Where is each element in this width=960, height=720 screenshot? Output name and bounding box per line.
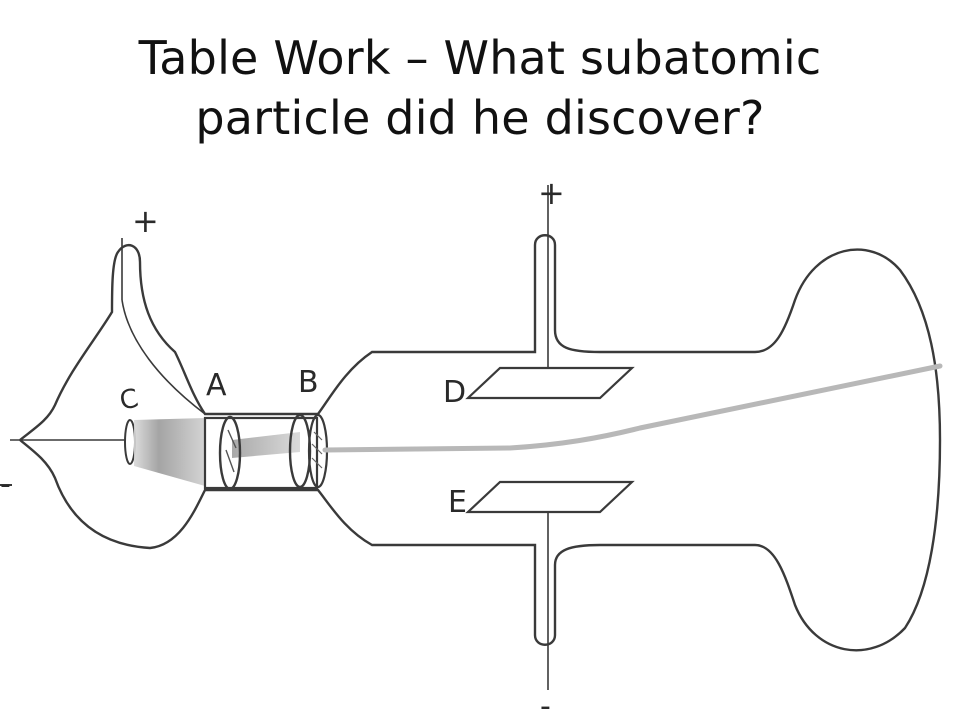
electron-beam bbox=[322, 363, 943, 453]
anode-lead-curve bbox=[121, 299, 206, 415]
label-anode-terminal: + bbox=[132, 202, 159, 240]
label-cathode: C bbox=[117, 384, 141, 417]
cathode-disc bbox=[124, 419, 136, 465]
label-upper-plate-terminal: + bbox=[538, 174, 565, 212]
plate-e bbox=[465, 480, 635, 514]
anode-b-hatch bbox=[311, 431, 323, 469]
label-plate-d: D bbox=[443, 375, 466, 410]
label-cathode-terminal: - bbox=[0, 467, 11, 502]
beam-cone-inner bbox=[232, 432, 300, 458]
slide-title-line-2: particle did he discover? bbox=[195, 91, 765, 145]
anode-a-ring bbox=[218, 415, 242, 491]
anode-a-slit bbox=[225, 429, 237, 473]
label-anode-a: A bbox=[206, 368, 227, 403]
label-lower-plate-terminal: - bbox=[540, 689, 551, 720]
tube-outline-bottom bbox=[19, 439, 942, 652]
slide-title: Table Work – What subatomic particle did… bbox=[0, 28, 960, 148]
plate-d bbox=[465, 366, 635, 400]
label-plate-e: E bbox=[448, 485, 467, 520]
label-anode-b: B bbox=[298, 365, 319, 400]
tube-outline-top bbox=[19, 234, 942, 441]
beam-cone bbox=[134, 418, 205, 486]
slide-title-line-1: Table Work – What subatomic bbox=[138, 31, 822, 85]
